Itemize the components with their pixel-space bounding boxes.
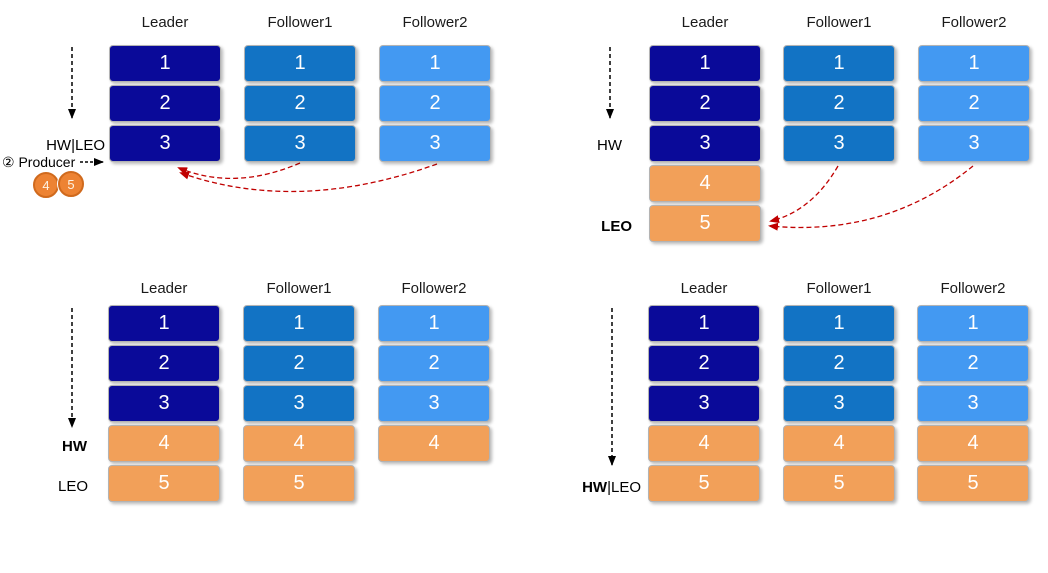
hw-leo-label: HW|LEO — [46, 137, 105, 154]
column-header-follower2: Follower2 — [401, 280, 467, 297]
log-block: 4 — [378, 425, 490, 462]
log-block: 3 — [917, 385, 1029, 422]
message-badge-5: 5 — [58, 171, 84, 197]
log-block: 1 — [379, 45, 491, 82]
hw-label: HW — [597, 137, 622, 154]
log-block: 1 — [783, 45, 895, 82]
column-header-leader: Leader — [680, 280, 728, 297]
leo-label: LEO — [601, 218, 632, 235]
fetch-arrow-follower2-panel2 — [768, 165, 974, 231]
log-block: 3 — [783, 125, 895, 162]
leo-label-part: |LEO — [607, 479, 641, 496]
log-block: 1 — [649, 45, 761, 82]
log-block: 1 — [918, 45, 1030, 82]
log-block: 2 — [244, 85, 356, 122]
log-block: 3 — [649, 125, 761, 162]
log-block: 1 — [109, 45, 221, 82]
column-header-follower2: Follower2 — [941, 14, 1007, 31]
log-block: 2 — [917, 345, 1029, 382]
producer-label: ② Producer — [2, 154, 76, 170]
column-header-follower1: Follower1 — [266, 280, 332, 297]
log-block: 1 — [917, 305, 1029, 342]
log-block: 2 — [243, 345, 355, 382]
log-block: 4 — [108, 425, 220, 462]
log-block: 5 — [648, 465, 760, 502]
log-block: 1 — [783, 305, 895, 342]
log-block: 1 — [244, 45, 356, 82]
message-badge-4: 4 — [33, 172, 59, 198]
log-block: 4 — [243, 425, 355, 462]
log-block: 2 — [379, 85, 491, 122]
log-block: 5 — [917, 465, 1029, 502]
log-block: 2 — [108, 345, 220, 382]
log-block: 4 — [917, 425, 1029, 462]
column-header-follower1: Follower1 — [806, 14, 872, 31]
log-block: 3 — [648, 385, 760, 422]
fetch-arrow-follower2-panel1 — [179, 163, 438, 193]
log-block: 3 — [378, 385, 490, 422]
log-block: 3 — [918, 125, 1030, 162]
fetch-arrow-follower1-panel1 — [177, 162, 301, 179]
column-header-follower1: Follower1 — [267, 14, 333, 31]
log-block: 1 — [648, 305, 760, 342]
log-block: 3 — [108, 385, 220, 422]
log-block: 2 — [378, 345, 490, 382]
column-header-leader: Leader — [140, 280, 188, 297]
leo-label: LEO — [57, 478, 88, 495]
log-block: 1 — [243, 305, 355, 342]
log-block: 4 — [649, 165, 761, 202]
log-block: 1 — [378, 305, 490, 342]
log-block: 4 — [783, 425, 895, 462]
log-block: 2 — [648, 345, 760, 382]
fetch-arrow-follower1-panel2 — [769, 165, 839, 223]
column-header-follower2: Follower2 — [402, 14, 468, 31]
column-header-leader: Leader — [141, 14, 189, 31]
log-block: 2 — [783, 345, 895, 382]
log-block: 2 — [109, 85, 221, 122]
column-header-follower1: Follower1 — [806, 280, 872, 297]
hw-leo-label: HW|LEO — [556, 479, 641, 496]
hw-label-part: HW — [582, 479, 608, 496]
log-block: 3 — [244, 125, 356, 162]
log-block: 3 — [379, 125, 491, 162]
column-header-leader: Leader — [681, 14, 729, 31]
log-block: 3 — [109, 125, 221, 162]
log-block: 5 — [783, 465, 895, 502]
log-block: 5 — [243, 465, 355, 502]
log-block: 2 — [918, 85, 1030, 122]
column-header-follower2: Follower2 — [940, 280, 1006, 297]
log-block: 1 — [108, 305, 220, 342]
log-block: 5 — [649, 205, 761, 242]
hw-label: HW — [62, 438, 87, 455]
log-block: 4 — [648, 425, 760, 462]
log-block: 3 — [243, 385, 355, 422]
log-block: 2 — [649, 85, 761, 122]
log-block: 5 — [108, 465, 220, 502]
log-block: 3 — [783, 385, 895, 422]
log-block: 2 — [783, 85, 895, 122]
